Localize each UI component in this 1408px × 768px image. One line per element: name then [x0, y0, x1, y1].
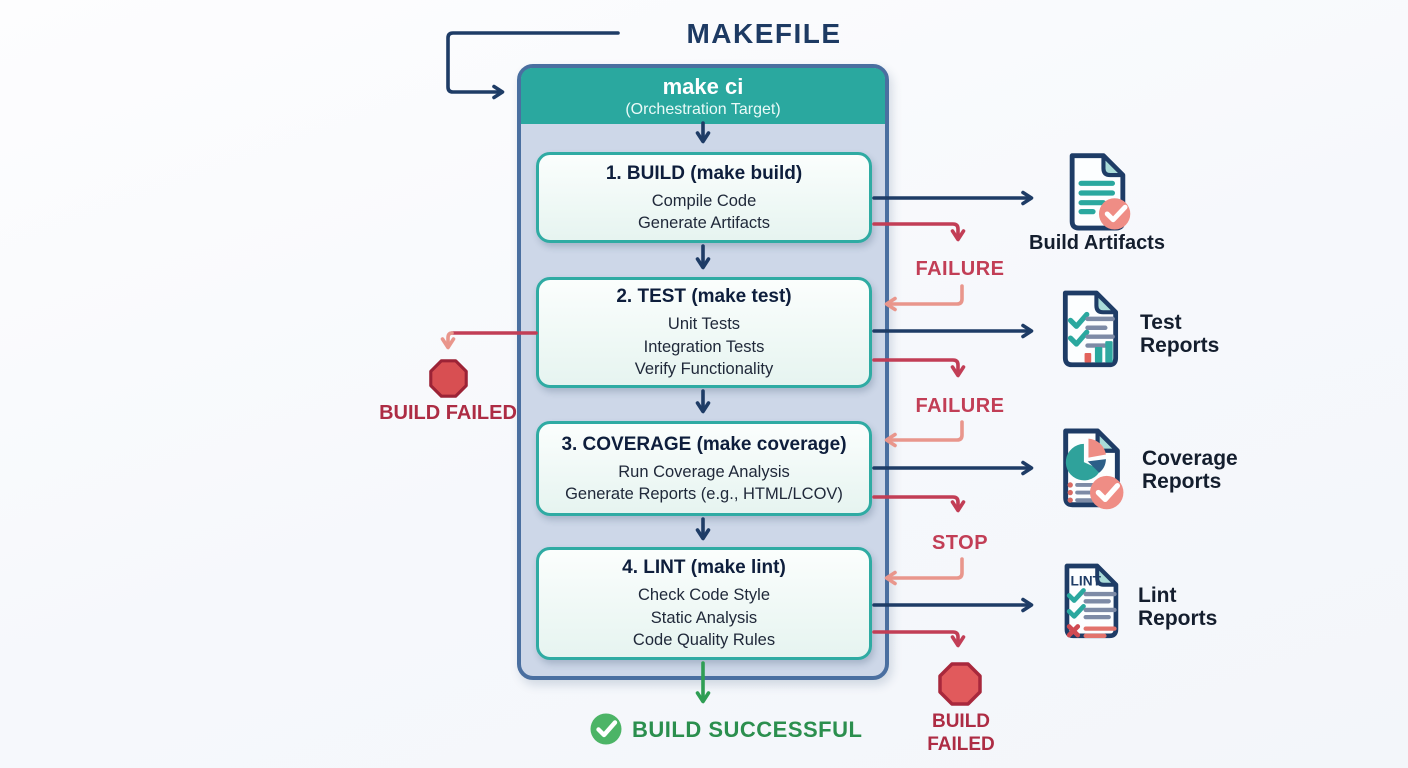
- stage-test-title: 2. TEST (make test): [616, 286, 792, 308]
- stage-line: Unit Tests: [667, 315, 741, 334]
- document-lint-icon: LINT: [1054, 556, 1126, 648]
- arrow-failure-return-coverage: [884, 420, 964, 448]
- stage-line: Generate Reports (e.g., HTML/LCOV): [565, 485, 843, 503]
- stage-build-title: 1. BUILD (make build): [605, 162, 803, 184]
- build-successful-label: BUILD SUCCESSFUL: [632, 717, 863, 742]
- stage-coverage: 3. COVERAGE (make coverage) Run Coverage…: [536, 421, 872, 516]
- build-failed-left-label: BUILD FAILED: [379, 402, 517, 424]
- output-label-coverage-reports: Coverage Reports: [1142, 447, 1238, 493]
- document-test-chart-icon: [1052, 284, 1126, 376]
- success-check-icon: [589, 712, 623, 746]
- ci-subtitle: (Orchestration Target): [625, 100, 781, 118]
- build-failed-bottom-label: BUILD FAILED: [927, 711, 995, 755]
- stage-lint: 4. LINT (make lint) Check Code Style Sta…: [536, 547, 872, 660]
- stop-octagon-icon: [429, 359, 468, 398]
- stage-line: Run Coverage Analysis: [618, 462, 790, 481]
- output-label-test-reports: Test Reports: [1140, 311, 1220, 357]
- stage-lint-title: 4. LINT (make lint): [622, 557, 786, 579]
- stage-coverage-title: 3. COVERAGE (make coverage): [561, 433, 847, 455]
- failure-label-test: FAILURE: [915, 395, 1005, 417]
- stage-test: 2. TEST (make test) Unit Tests Integrati…: [536, 277, 872, 388]
- stage-line: Code Quality Rules: [632, 631, 776, 650]
- stage-line: Compile Code: [651, 191, 757, 210]
- failure-label-build: FAILURE: [915, 258, 1005, 280]
- output-label-lint-reports: Lint Reports: [1138, 584, 1218, 630]
- stage-line: Integration Tests: [643, 337, 765, 356]
- stage-build: 1. BUILD (make build) Compile Code Gener…: [536, 152, 872, 243]
- arrow-build-failed-left-drop: [440, 331, 456, 350]
- lint-doc-label: LINT: [1071, 573, 1102, 588]
- stage-line: Static Analysis: [650, 608, 758, 627]
- stage-line: Generate Artifacts: [637, 214, 771, 232]
- output-label-build-artifacts: Build Artifacts: [1029, 232, 1165, 254]
- page-title: MAKEFILE: [686, 18, 842, 49]
- ci-command: make ci: [662, 73, 744, 99]
- ci-header: make ci (Orchestration Target): [521, 68, 885, 124]
- stop-octagon-icon: [938, 662, 982, 706]
- stage-line: Check Code Style: [637, 586, 771, 605]
- arrow-stop-return-lint: [884, 557, 964, 586]
- document-check-icon: [1058, 152, 1134, 234]
- document-pie-check-icon: [1052, 423, 1128, 515]
- stop-label-coverage: STOP: [931, 532, 989, 554]
- stage-line: Verify Functionality: [634, 360, 774, 379]
- arrow-failure-return-test: [884, 284, 964, 312]
